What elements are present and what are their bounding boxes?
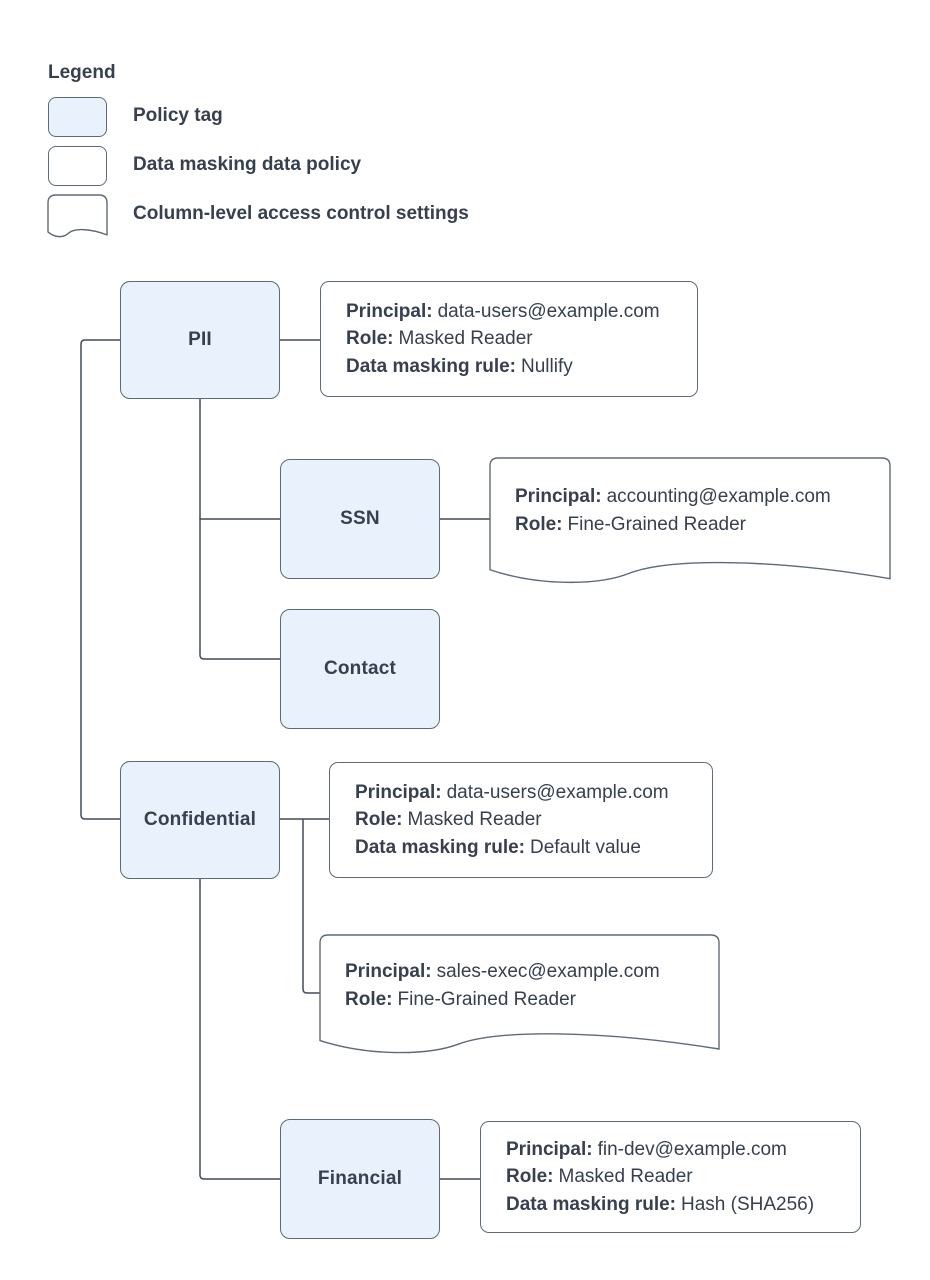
data-policy-pii: Principal:data-users@example.com Role:Ma… — [320, 281, 698, 397]
legend-item-access-control: Column-level access control settings — [133, 203, 469, 224]
policy-tag-contact: Contact — [280, 609, 440, 729]
policy-field: Principal:accounting@example.com — [515, 486, 831, 507]
policy-field: Role:Fine-Grained Reader — [345, 988, 576, 1010]
policy-tag-ssn: SSN — [280, 459, 440, 579]
policy-field: Role:Masked Reader — [355, 809, 542, 831]
policy-field: Role:Masked Reader — [346, 328, 533, 350]
edge-pii-to-contact — [199, 519, 280, 660]
data-policy-confidential: Principal:data-users@example.com Role:Ma… — [329, 762, 713, 878]
edge-confidential-to-financial — [199, 879, 280, 1180]
policy-tag-confidential: Confidential — [120, 761, 280, 879]
policy-field: Role:Fine-Grained Reader — [515, 513, 746, 535]
policy-field: Principal:data-users@example.com — [355, 781, 669, 803]
policy-field: Role:Masked Reader — [506, 1166, 693, 1188]
data-policy-financial: Principal:fin-dev@example.com Role:Maske… — [480, 1121, 861, 1233]
policy-tag-pii: PII — [120, 281, 280, 399]
access-control-confidential: Principal:sales-exec@example.com Role:Fi… — [319, 934, 720, 1055]
policy-tag-financial: Financial — [280, 1119, 440, 1239]
access-control-ssn: Principal:accounting@example.com Role:Fi… — [489, 457, 891, 585]
legend-item-data-policy: Data masking data policy — [133, 154, 362, 175]
data-policy-swatch — [48, 146, 107, 186]
policy-field: Principal:sales-exec@example.com — [345, 961, 660, 982]
edge-pii-to-confidential — [80, 339, 120, 820]
policy-tag-swatch — [48, 97, 107, 137]
policy-field: Data masking rule:Default value — [355, 836, 641, 858]
edge-confidential-to-access — [302, 819, 320, 994]
edge-pii-down — [199, 399, 280, 520]
legend-title: Legend — [48, 62, 116, 83]
policy-field: Principal:fin-dev@example.com — [506, 1138, 787, 1160]
policy-field: Data masking rule:Nullify — [346, 355, 573, 377]
policy-field: Principal:data-users@example.com — [346, 300, 660, 322]
legend-item-policy-tag: Policy tag — [133, 105, 223, 126]
policy-field: Data masking rule:Hash (SHA256) — [506, 1193, 815, 1215]
